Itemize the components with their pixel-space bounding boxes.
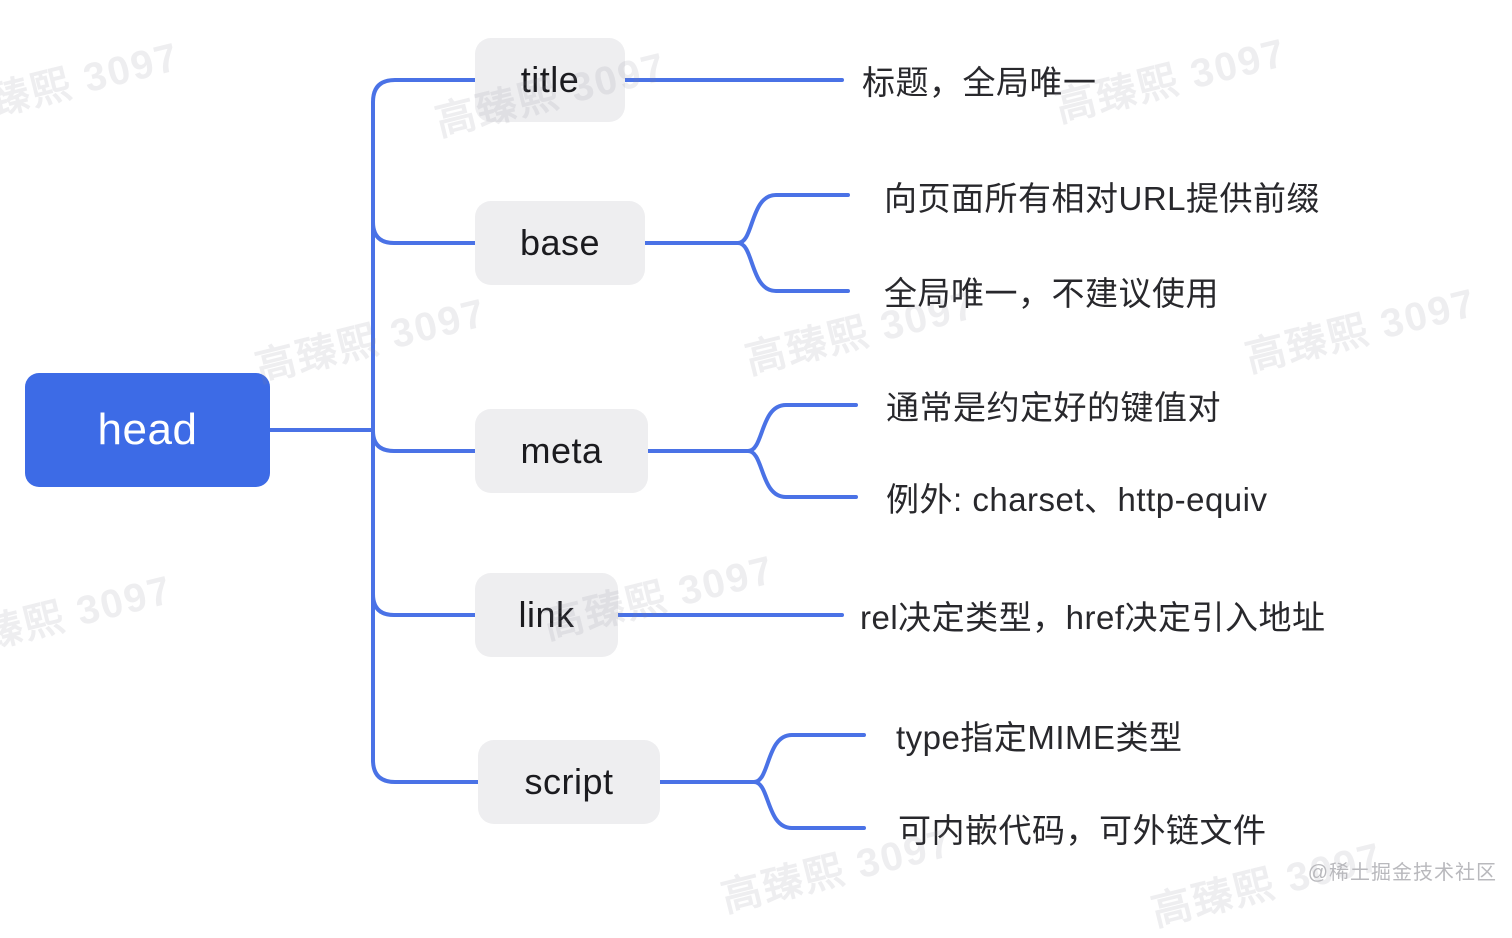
node-base[interactable]: base bbox=[475, 201, 645, 285]
node-title[interactable]: title bbox=[475, 38, 625, 122]
community-credit: @稀土掘金技术社区 bbox=[1307, 862, 1497, 884]
connector-meta-leaf2 bbox=[746, 449, 858, 499]
connector-script-leaf1 bbox=[752, 733, 866, 784]
leaf-link-1[interactable]: rel决定类型，href决定引入地址 bbox=[860, 599, 1326, 636]
node-meta[interactable]: meta bbox=[475, 409, 648, 493]
leaf-title-1[interactable]: 标题，全局唯一 bbox=[862, 64, 1097, 101]
leaf-script-1[interactable]: type指定MIME类型 bbox=[896, 719, 1183, 756]
leaf-base-1[interactable]: 向页面所有相对URL提供前缀 bbox=[884, 180, 1321, 217]
node-link[interactable]: link bbox=[475, 573, 618, 657]
connector-lines bbox=[268, 78, 866, 830]
connector-base-leaf2 bbox=[736, 241, 850, 293]
connector-trunk-meta bbox=[371, 429, 477, 453]
mindmap-canvas: head title base meta link script 标题，全局唯一… bbox=[0, 31, 1497, 935]
connector-script-leaf2 bbox=[752, 780, 866, 830]
connector-trunk-link bbox=[371, 592, 477, 617]
leaf-base-2[interactable]: 全局唯一，不建议使用 bbox=[884, 275, 1219, 312]
connector-trunk-base bbox=[371, 220, 477, 245]
leaf-meta-2[interactable]: 例外: charset、http-equiv bbox=[886, 481, 1268, 518]
leaf-meta-1[interactable]: 通常是约定好的键值对 bbox=[886, 389, 1221, 426]
node-script[interactable]: script bbox=[478, 740, 660, 824]
connector-trunk-title-script bbox=[371, 78, 480, 784]
leaf-script-2[interactable]: 可内嵌代码，可外链文件 bbox=[898, 812, 1267, 849]
node-head[interactable]: head bbox=[25, 373, 270, 487]
connector-base-leaf1 bbox=[736, 193, 850, 245]
connector-meta-leaf1 bbox=[746, 403, 858, 453]
